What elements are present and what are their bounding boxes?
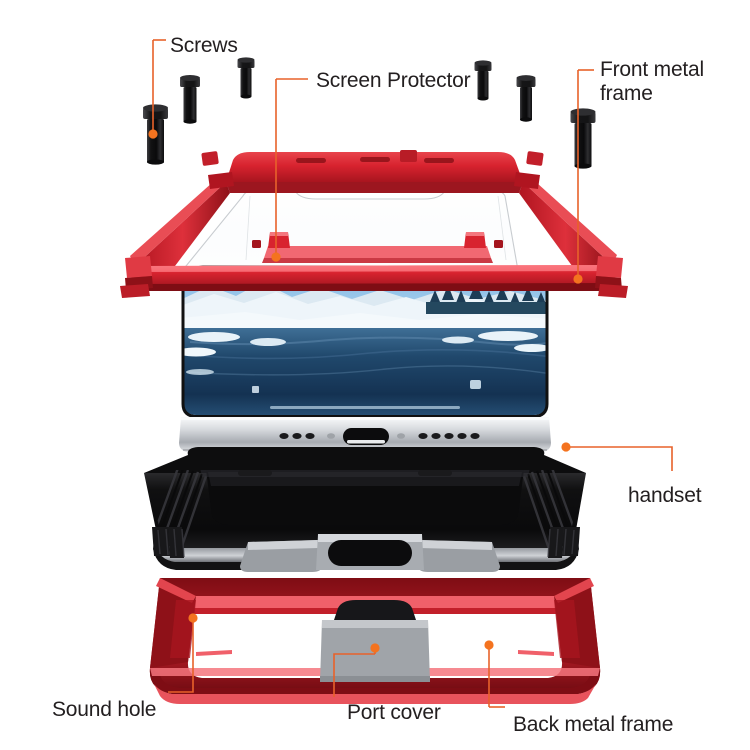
dot-port-cover: [370, 643, 380, 653]
black-case-part: [144, 447, 586, 572]
camera-cutout: [328, 540, 412, 566]
dot-screws: [148, 129, 158, 139]
screw: [516, 75, 536, 122]
charging-port: [343, 428, 389, 445]
leader-port-cover-a: [333, 653, 375, 697]
frame-corner-posts: [120, 150, 628, 298]
speaker-holes-right: [418, 433, 480, 439]
callout-label-front-metal-frame: Front metal frame: [600, 58, 704, 105]
dot-sound-hole: [188, 613, 198, 623]
screw: [180, 75, 200, 124]
screw: [474, 60, 492, 101]
callout-label-sound-hole: Sound hole: [52, 698, 157, 721]
leader-handset: [566, 446, 673, 471]
screws-part: [143, 57, 596, 169]
speaker-holes-left: [279, 433, 315, 439]
case-side-ribs: [152, 527, 580, 558]
port-cover-part: [320, 600, 430, 682]
screw: [237, 57, 255, 99]
callout-label-port-cover: Port cover: [347, 701, 441, 724]
dot-handset: [561, 442, 571, 452]
front-metal-frame-part: [120, 150, 628, 298]
callout-label-handset: handset: [628, 484, 702, 507]
callout-label-back-metal-frame: Back metal frame: [513, 713, 674, 736]
dot-front-metal-frame: [573, 274, 583, 284]
dot-back-metal-frame: [484, 640, 494, 650]
leader-endpoint-dots: [148, 129, 583, 653]
callout-label-screen-protector: Screen Protector: [316, 69, 471, 92]
dot-screen-protector: [271, 252, 281, 262]
callout-label-screws: Screws: [170, 34, 238, 57]
leader-sound-hole: [168, 621, 194, 693]
